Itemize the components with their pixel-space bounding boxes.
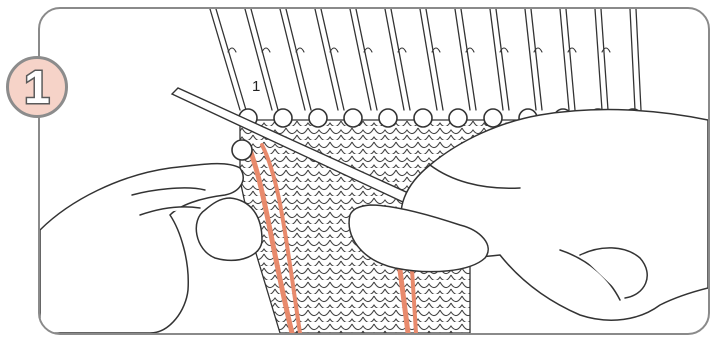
left-hand xyxy=(40,164,262,333)
step-number-badge: 1 xyxy=(6,56,68,118)
step-number: 1 xyxy=(24,64,50,110)
machine-needles xyxy=(210,9,641,110)
needle-latches xyxy=(228,48,610,52)
needle-label: 1 xyxy=(252,78,260,95)
